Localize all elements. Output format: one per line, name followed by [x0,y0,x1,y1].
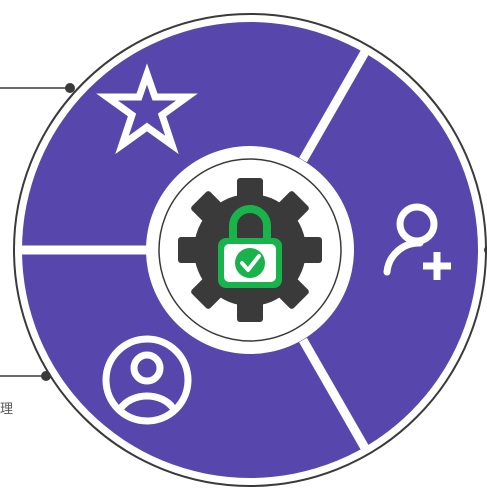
outer-ring [13,13,487,487]
segment-separators [15,49,369,451]
connector-dot-top-left [65,83,75,93]
hub-inner-ring [158,158,342,342]
user-profile-icon [102,335,192,425]
checkmark-icon [235,248,265,278]
star-icon [96,63,198,155]
add-user-icon [383,203,451,280]
side-label-fragment: 理 [0,402,14,417]
